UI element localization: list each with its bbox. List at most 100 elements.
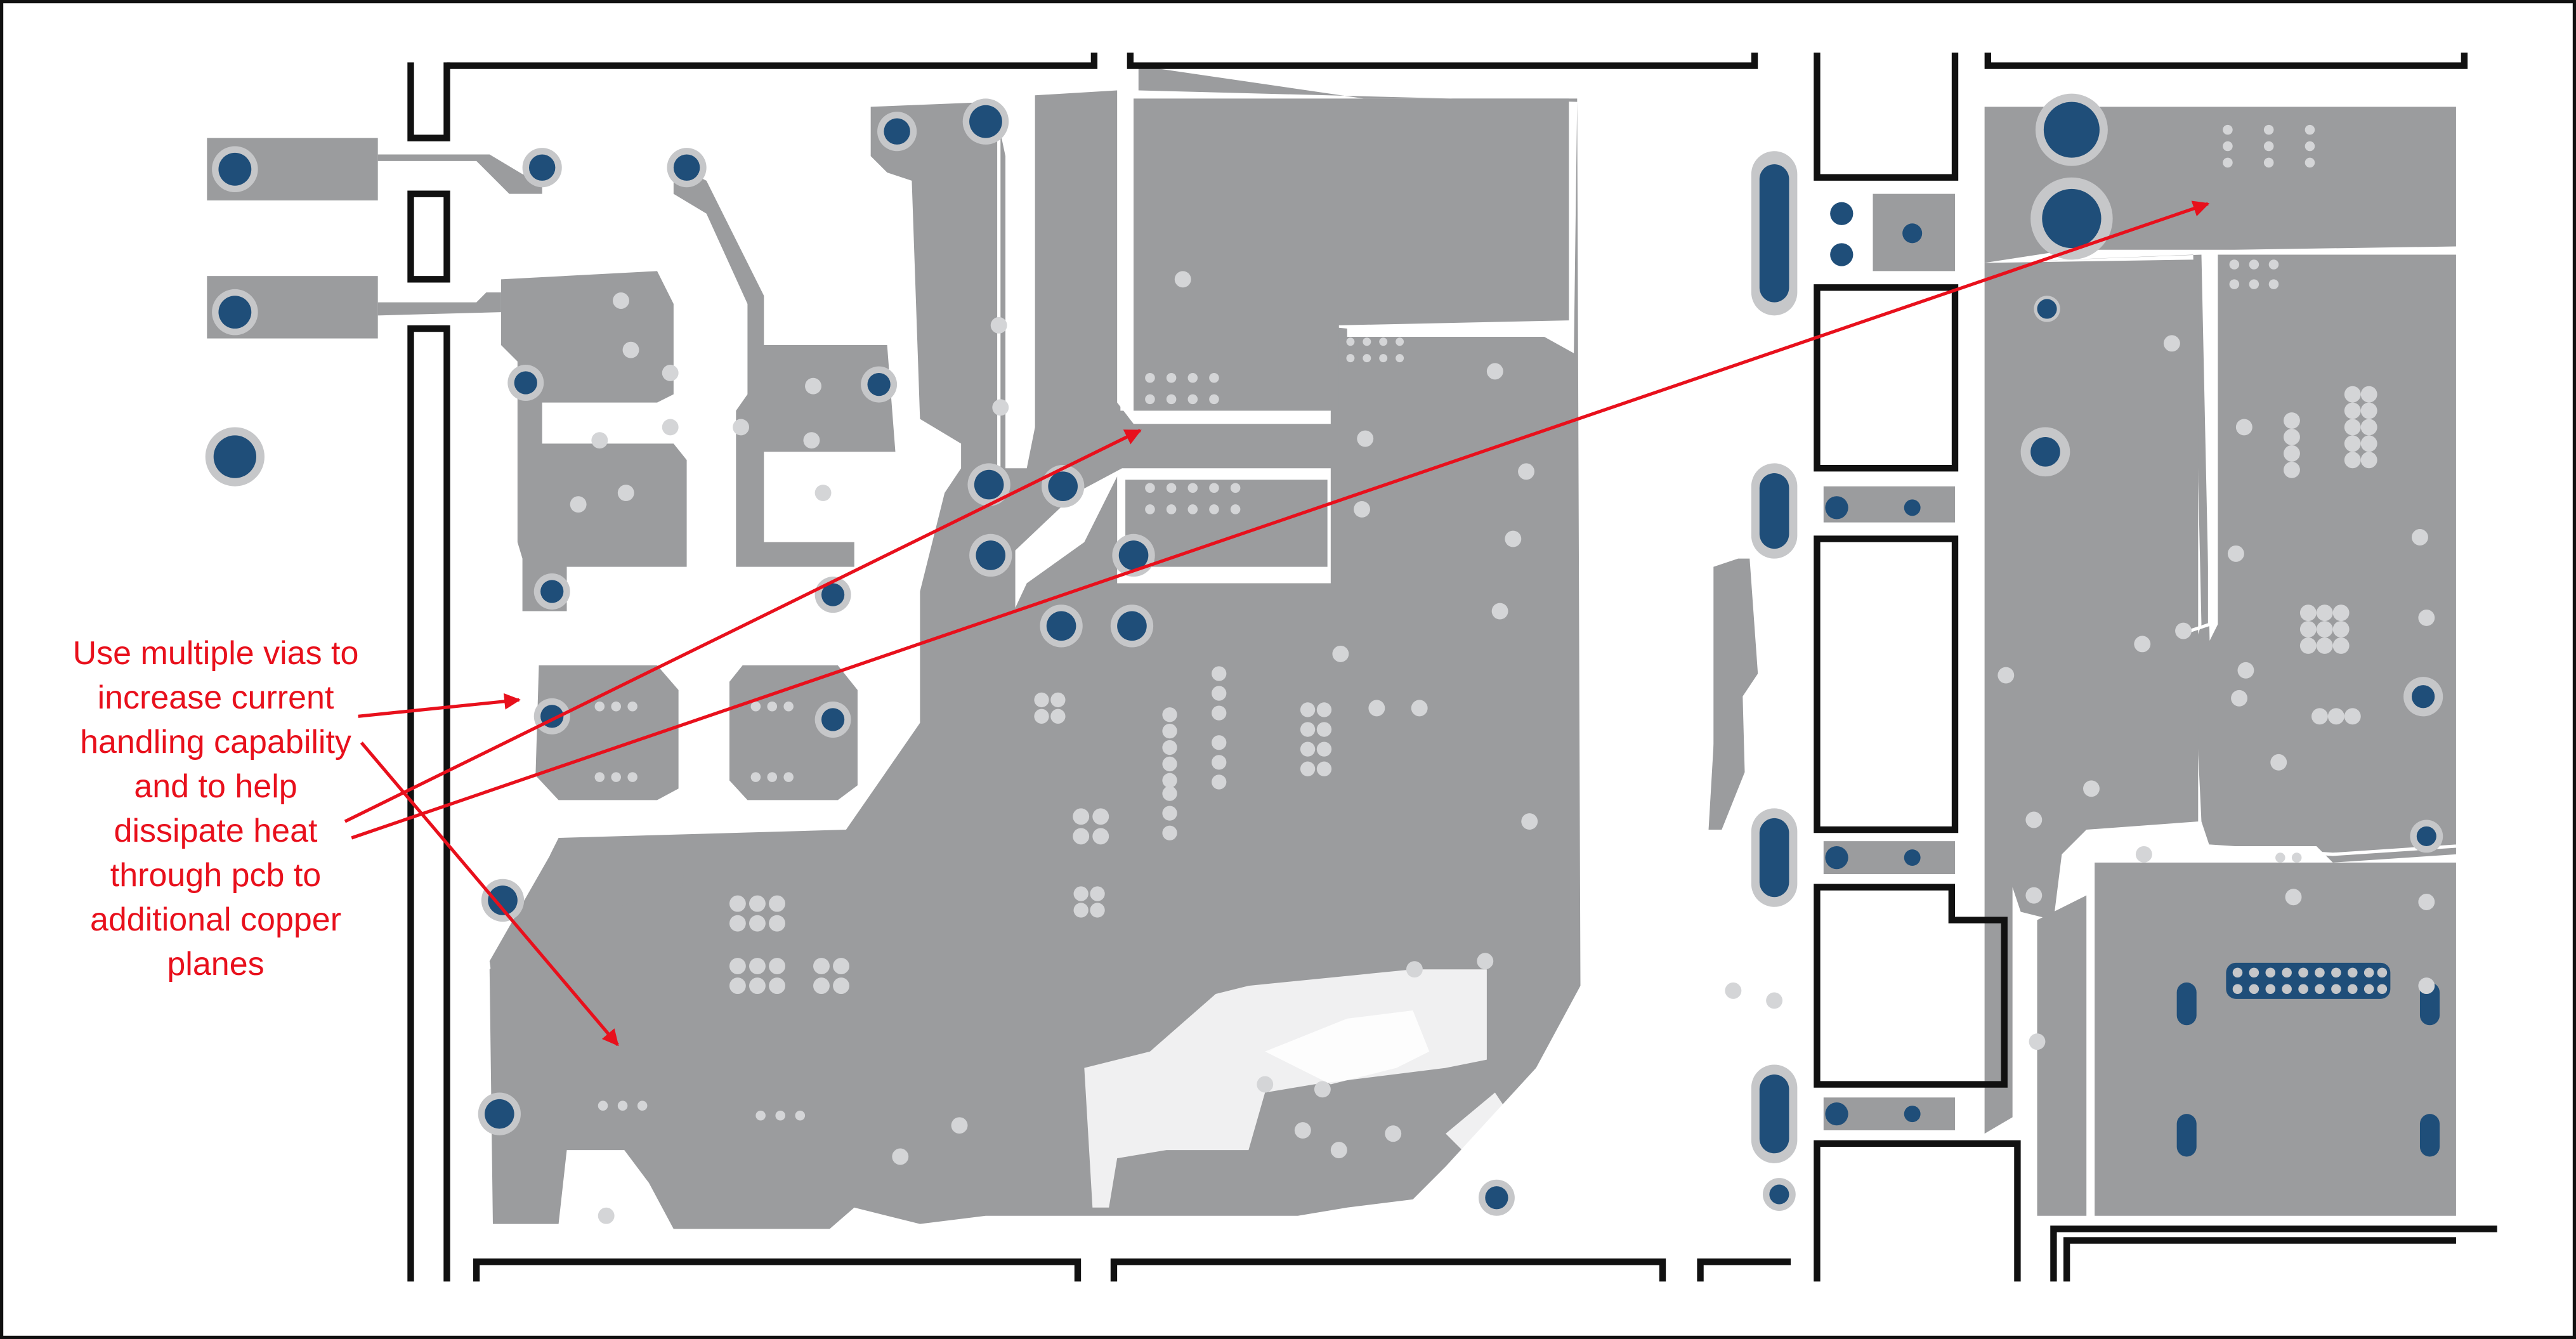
- thermal-via: [769, 958, 785, 974]
- thermal-via: [591, 432, 608, 449]
- thermal-via: [813, 977, 830, 995]
- thermal-via: [1300, 741, 1316, 757]
- thermal-via: [1212, 774, 1227, 790]
- thermal-via: [1521, 813, 1538, 830]
- thermal-via: [2268, 279, 2279, 289]
- thermal-via: [733, 419, 750, 436]
- thermal-via: [1162, 707, 1177, 722]
- thermal-via: [1346, 337, 1355, 346]
- thermal-via: [1354, 501, 1370, 518]
- thermal-via: [755, 1110, 766, 1121]
- right-pour-left: [1984, 259, 2199, 1134]
- thermal-via: [598, 1207, 615, 1224]
- thermal-via: [2316, 637, 2333, 654]
- thermal-via: [1314, 1081, 1331, 1098]
- small-vias: [570, 124, 2435, 1224]
- thermal-via: [1997, 667, 2015, 684]
- thermal-via: [1145, 394, 1155, 405]
- annotation-line: through pcb to: [110, 857, 322, 894]
- thermal-via: [1145, 504, 1155, 514]
- annotation-line: dissipate heat: [114, 813, 318, 849]
- thermal-via: [2223, 157, 2233, 168]
- thermal-via: [1385, 1125, 1402, 1142]
- thermal-via: [2175, 622, 2192, 639]
- thermal-via: [2344, 419, 2361, 436]
- thermal-via: [1187, 372, 1198, 383]
- thermal-via: [1332, 645, 1349, 662]
- thermal-via: [749, 977, 766, 995]
- thermal-via: [2360, 452, 2377, 469]
- thermal-via: [1230, 483, 1241, 493]
- thermal-via: [2283, 445, 2300, 462]
- thermal-via: [1209, 372, 1219, 383]
- right-pour-strip: [2037, 895, 2087, 1216]
- thermal-via: [1346, 354, 1355, 363]
- thermal-via: [2360, 435, 2377, 452]
- thermal-via: [637, 1101, 648, 1111]
- thermal-via: [2291, 852, 2302, 863]
- thermal-via: [2227, 545, 2244, 562]
- thermal-via: [1212, 735, 1227, 750]
- thermal-via: [1162, 723, 1177, 739]
- pad-row-1: [1823, 486, 1956, 523]
- thermal-via: [803, 432, 820, 449]
- thermal-via: [1379, 337, 1388, 346]
- thermal-via: [1316, 761, 1332, 776]
- thermal-via: [951, 1117, 968, 1134]
- thermal-via: [990, 317, 1007, 334]
- thermal-via: [769, 915, 785, 932]
- thermal-via: [2344, 435, 2361, 452]
- thermal-via: [1090, 886, 1105, 901]
- thermal-via: [1330, 1142, 1347, 1159]
- thermal-via: [611, 772, 621, 782]
- thermal-via: [2025, 811, 2043, 828]
- thermal-via: [2344, 708, 2361, 725]
- pour-arm: [489, 837, 690, 986]
- thermal-via: [729, 958, 746, 974]
- thermal-via: [2134, 636, 2151, 653]
- thermal-via: [598, 1101, 608, 1111]
- arrow-to-bottom-pour: [360, 741, 619, 1047]
- thermal-via: [769, 895, 785, 912]
- thermal-via: [2418, 977, 2435, 995]
- thermal-via: [617, 1101, 628, 1111]
- thermal-via: [1230, 504, 1241, 514]
- thermal-via: [2360, 402, 2377, 419]
- thermal-via: [749, 958, 766, 974]
- thermal-via: [627, 702, 637, 712]
- thermal-via: [1034, 709, 1049, 724]
- thermal-via: [2316, 621, 2333, 637]
- annotation-line: increase current: [97, 679, 334, 716]
- thermal-via: [1162, 806, 1177, 821]
- thermal-via: [1491, 603, 1508, 620]
- thermal-via: [1212, 666, 1227, 681]
- thermal-via: [617, 485, 634, 502]
- thermal-via: [2316, 604, 2333, 622]
- thermal-via: [1725, 982, 1742, 999]
- thermal-via: [1162, 740, 1177, 755]
- thermal-via: [1212, 755, 1227, 770]
- thermal-via: [1316, 722, 1332, 737]
- annotation-line: additional copper: [89, 901, 342, 938]
- thermal-via: [2268, 259, 2279, 270]
- thermal-via: [2249, 279, 2259, 289]
- thermal-via: [1034, 692, 1049, 708]
- pad-row-2: [1823, 841, 1956, 874]
- thermal-via: [2223, 124, 2233, 135]
- thermal-via: [805, 377, 821, 395]
- thermal-via: [1257, 1076, 1274, 1093]
- thermal-via: [1212, 705, 1227, 721]
- thermal-via: [1363, 354, 1371, 363]
- thermal-via: [1300, 702, 1316, 717]
- thermal-via: [1518, 463, 1534, 480]
- thermal-via: [2223, 141, 2233, 152]
- thermal-via: [622, 341, 639, 358]
- thermal-via: [2299, 621, 2317, 637]
- thermal-via: [892, 1148, 909, 1165]
- trace-bottom: [377, 292, 501, 316]
- thermal-via: [1092, 828, 1109, 845]
- thermal-via: [2360, 386, 2377, 403]
- thermal-via: [1406, 961, 1423, 978]
- thermal-via: [611, 702, 621, 712]
